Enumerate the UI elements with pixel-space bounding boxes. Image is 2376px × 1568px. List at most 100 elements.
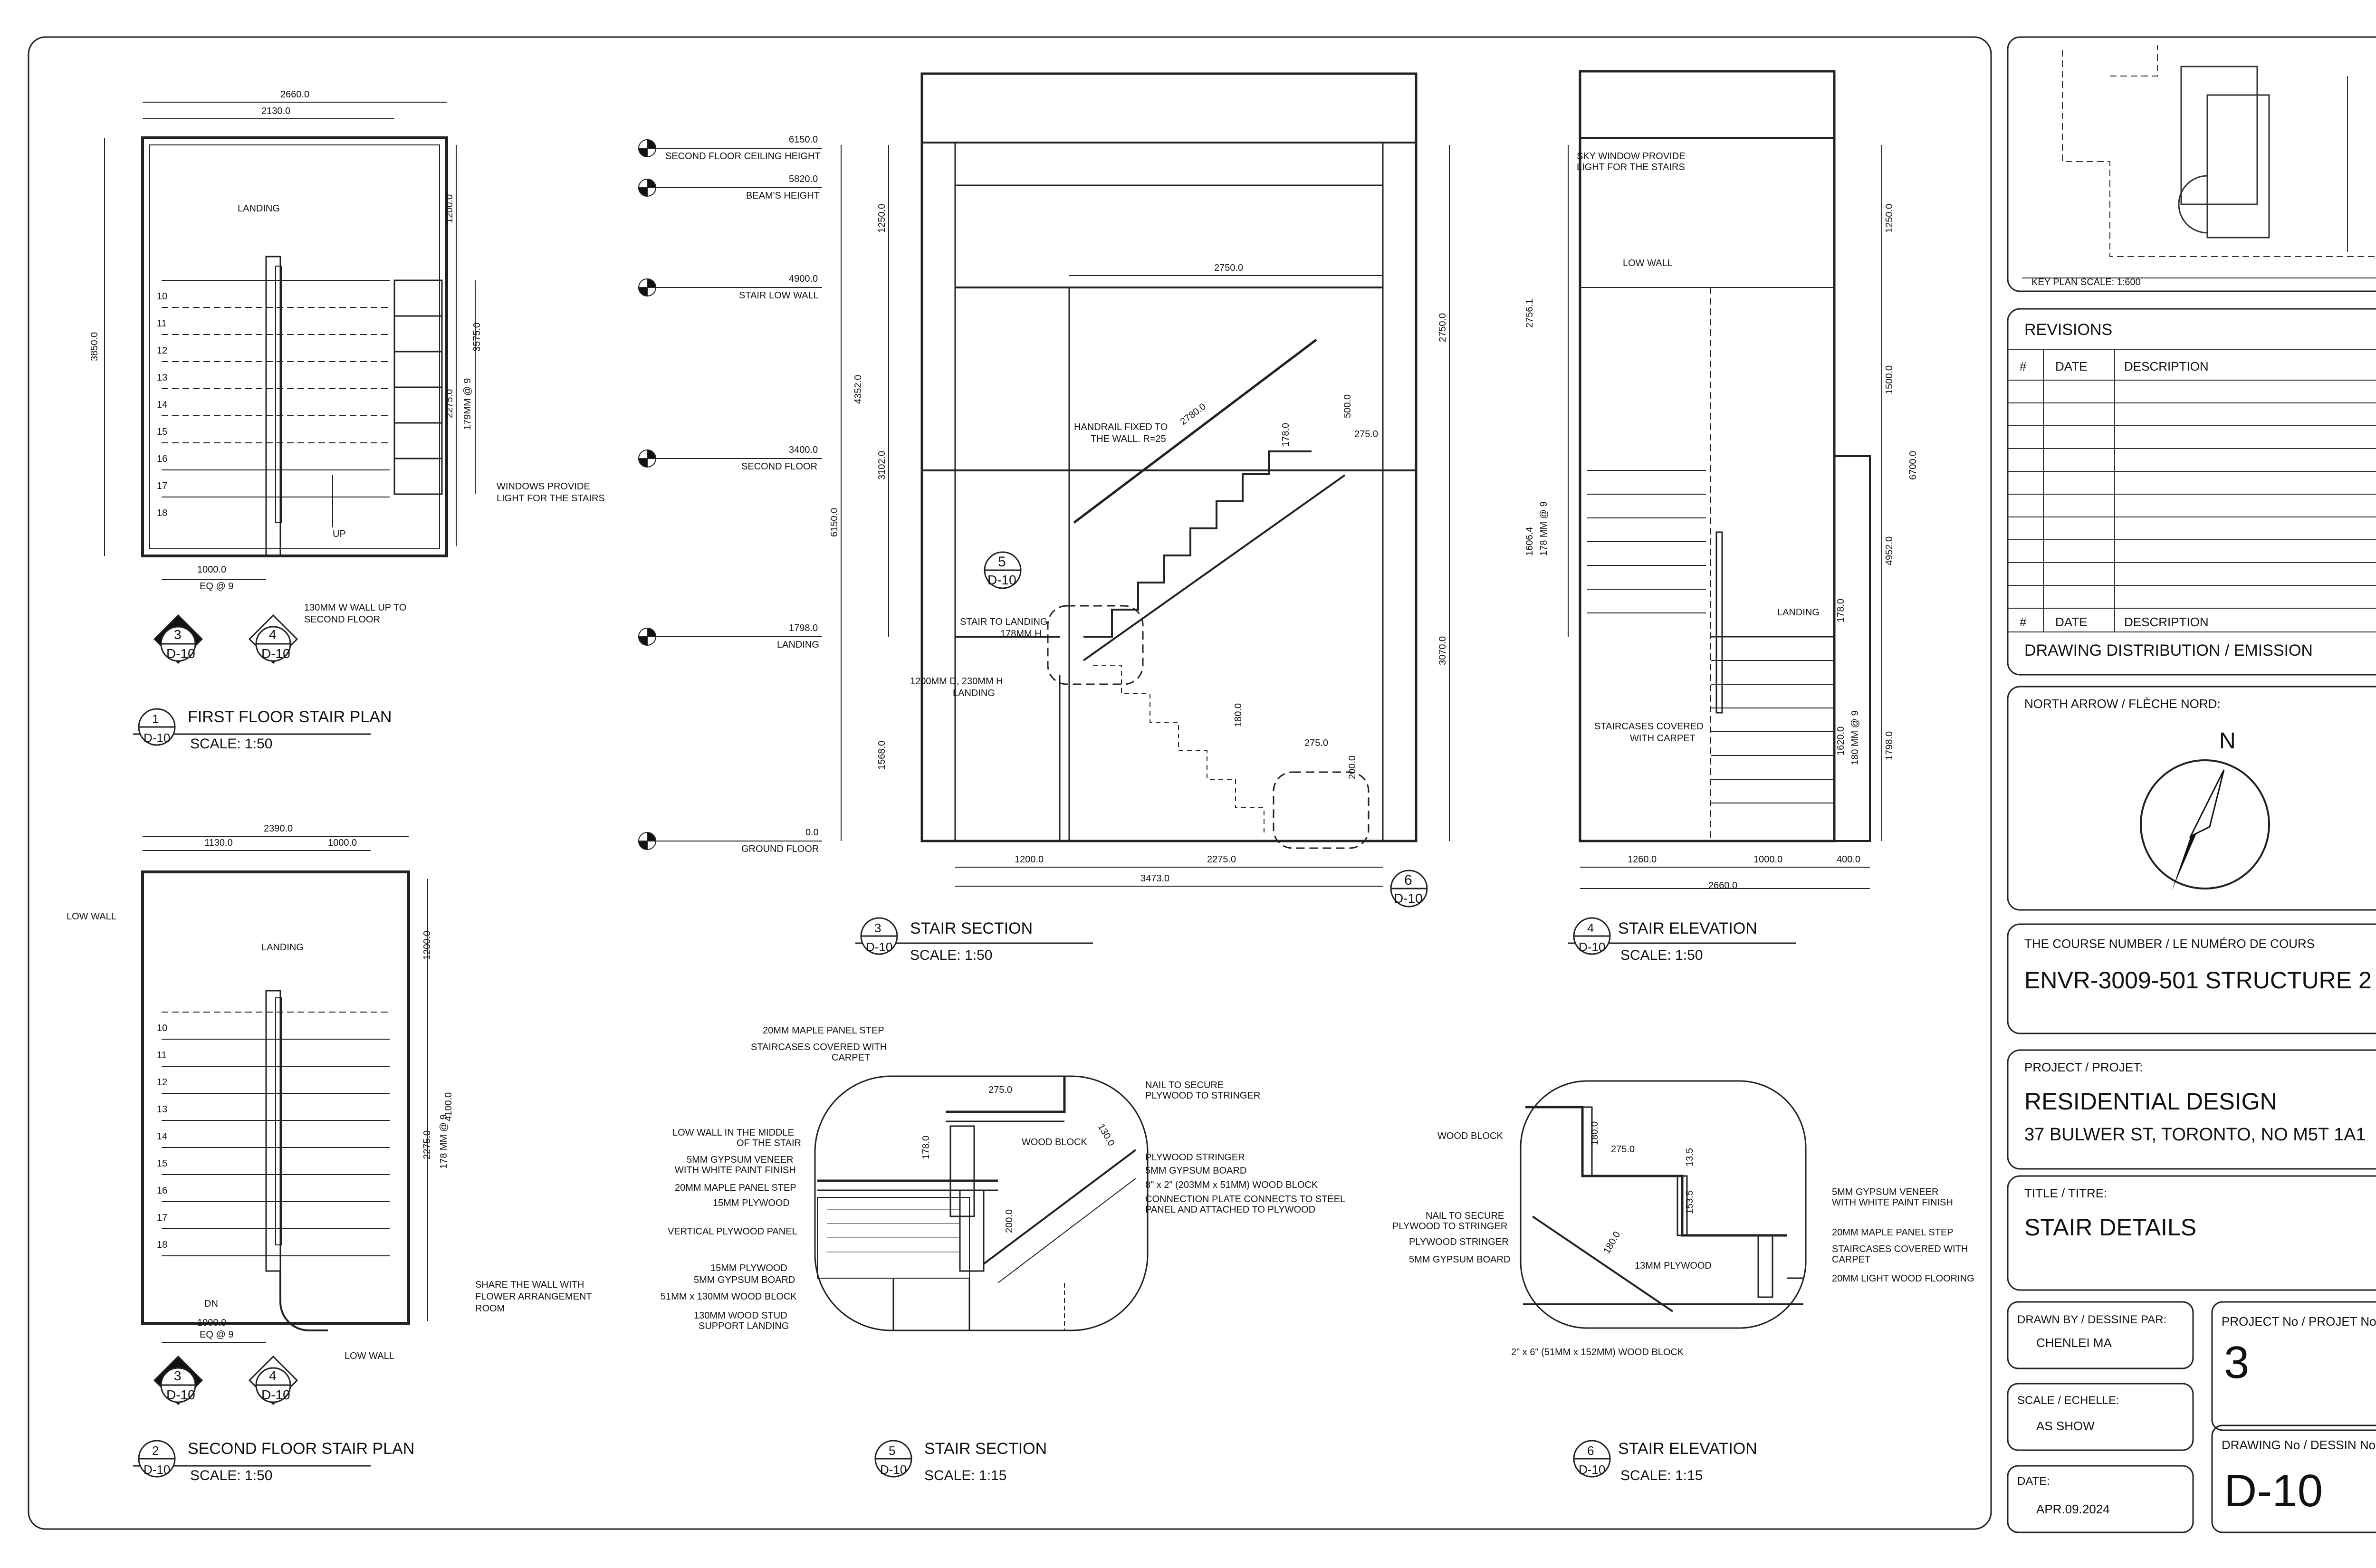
date-value: APR.09.2024 [2036, 1502, 2110, 1516]
d6-note: 5MM GYPSUM BOARD [1409, 1254, 1510, 1265]
d1-step: 16 [157, 454, 167, 464]
revisions-title: REVISIONS [2024, 321, 2112, 339]
project-no-box [2211, 1301, 2376, 1431]
d1-step: 13 [157, 373, 167, 383]
d6-note: 13MM PLYWOOD [1635, 1261, 1712, 1271]
d2-note-eq: EQ @ 9 [200, 1329, 233, 1340]
stair-detail-elevation-drawing [1520, 1080, 1807, 1329]
d4-note: STAIRCASES COVERED [1594, 721, 1704, 732]
d6-note: CARPET [1832, 1254, 1870, 1265]
course-box [2007, 923, 2376, 1034]
d2-step: 18 [157, 1240, 167, 1250]
course-value: ENVR-3009-501 STRUCTURE 2 [2024, 967, 2372, 994]
d2-step: 13 [157, 1104, 167, 1115]
date-label: DATE: [2017, 1475, 2050, 1488]
drawn-by-box [2007, 1301, 2194, 1369]
d2-note-share-2: FLOWER ARRANGEMENT [475, 1291, 592, 1302]
d4-dim: 1260.0 [1628, 854, 1657, 865]
d4-dim: 180 MM @ 9 [1850, 710, 1860, 765]
d5-note: 8" x 2" (203MM x 51MM) WOOD BLOCK [1145, 1180, 1318, 1190]
d1-marker-a-ref: D-10 [166, 646, 195, 661]
d2-title-num: 2 [152, 1444, 159, 1458]
d1-note-landing: LANDING [238, 203, 280, 214]
level-value: 5820.0 [789, 174, 818, 184]
d5-note: OF THE STAIR [737, 1138, 801, 1148]
d6-title-num: 6 [1587, 1444, 1594, 1458]
d2-note-lowwall-2: LOW WALL [345, 1351, 394, 1361]
project-box [2007, 1049, 2376, 1170]
d5-note: 5MM GYPSUM VENEER [687, 1155, 793, 1165]
d6-title: STAIR ELEVATION [1618, 1440, 1757, 1458]
d5-note: PANEL AND ATTACHED TO PLYWOOD [1145, 1205, 1315, 1215]
project-no-value: 3 [2224, 1337, 2249, 1388]
d5-note: 5MM GYPSUM BOARD [694, 1275, 795, 1285]
course-label: THE COURSE NUMBER / LE NUMÉRO DE COURS [2024, 937, 2315, 951]
d6-scale: SCALE: 1:15 [1620, 1468, 1703, 1483]
d1-marker-b-ref: D-10 [261, 646, 290, 661]
d6-note: 2" x 6" (51MM x 152MM) WOOD BLOCK [1511, 1347, 1684, 1358]
d2-marker-a-ref: D-10 [166, 1387, 195, 1402]
d5-note: 51MM x 130MM WOOD BLOCK [661, 1291, 797, 1302]
level-label: SECOND FLOOR [741, 461, 817, 472]
d6-dim: 13.5 [1685, 1148, 1695, 1166]
north-arrow-box [2007, 686, 2376, 911]
d3-dim: 1200.0 [1015, 854, 1044, 865]
callout-6-num: 6 [1404, 872, 1412, 888]
d5-dim: 275.0 [988, 1085, 1012, 1095]
level-label: LANDING [777, 640, 819, 650]
level-value: 6150.0 [789, 134, 818, 145]
d3-note: LANDING [953, 688, 995, 698]
d3-title: STAIR SECTION [910, 919, 1033, 937]
d2-note-share-3: ROOM [475, 1303, 505, 1314]
d3-dim: 180.0 [1233, 703, 1244, 727]
d2-step: 14 [157, 1131, 167, 1142]
d2-step: 16 [157, 1186, 167, 1196]
d3-dim: 2750.0 [1214, 263, 1243, 273]
key-plan-label: KEY PLAN SCALE: 1:600 [2031, 277, 2141, 287]
d2-note-landing: LANDING [261, 942, 304, 953]
d5-note: WOOD BLOCK [1022, 1137, 1087, 1147]
d4-dim: 1606.4 [1524, 527, 1535, 556]
d1-scale: SCALE: 1:50 [190, 736, 272, 752]
drawn-value: CHENLEI MA [2036, 1336, 2112, 1350]
rev-col-date: DATE [2055, 359, 2087, 373]
d4-note: LIGHT FOR THE STAIRS [1577, 162, 1685, 172]
d1-note-riser: 179MM @ 9 [462, 378, 473, 430]
d1-note-windows-2: LIGHT FOR THE STAIRS [497, 493, 605, 504]
d3-dim: 500.0 [1342, 394, 1353, 418]
d3-note: THE WALL. R=25 [1091, 434, 1166, 444]
level-label: STAIR LOW WALL [739, 290, 819, 301]
d4-dim: 2660.0 [1708, 880, 1737, 891]
level-value: 1798.0 [789, 623, 818, 633]
project-label: PROJECT / PROJET: [2024, 1060, 2143, 1074]
title-value: STAIR DETAILS [2024, 1214, 2196, 1241]
rev-foot-desc: DESCRIPTION [2124, 615, 2209, 629]
d1-note-wall-1: 130MM W WALL UP TO [304, 602, 406, 613]
d3-dim: 2780.0 [1178, 402, 1208, 427]
d1-marker-b-num: 4 [269, 627, 277, 642]
d5-dim: 130.0 [1096, 1122, 1117, 1148]
d6-note: WOOD BLOCK [1437, 1131, 1503, 1141]
d5-title-ref: D-10 [880, 1463, 907, 1477]
rev-foot-date: DATE [2055, 615, 2087, 629]
d5-note: PLYWOOD TO STRINGER [1145, 1090, 1260, 1101]
d6-note: NAIL TO SECURE [1426, 1211, 1504, 1221]
d4-title: STAIR ELEVATION [1618, 919, 1757, 937]
d5-title: STAIR SECTION [924, 1440, 1047, 1458]
d4-title-num: 4 [1587, 921, 1594, 935]
d1-title-num: 1 [152, 712, 159, 726]
key-plan-sketch [2022, 45, 2376, 278]
d2-step: 11 [157, 1050, 167, 1061]
d3-dim: 275.0 [1304, 738, 1328, 748]
project-name: RESIDENTIAL DESIGN [2024, 1088, 2277, 1115]
plan-section-markers [153, 614, 298, 1405]
d1-marker-a-num: 3 [174, 627, 182, 642]
d4-scale: SCALE: 1:50 [1620, 947, 1703, 963]
d5-scale: SCALE: 1:15 [924, 1468, 1006, 1483]
d5-note: CARPET [832, 1052, 870, 1063]
d1-step: 11 [157, 318, 167, 329]
d1-dim-inner-width: 2130.0 [261, 106, 290, 116]
d3-dim: 2275.0 [1207, 854, 1236, 865]
d2-scale: SCALE: 1:50 [190, 1468, 272, 1483]
d5-note: STAIRCASES COVERED WITH [751, 1042, 887, 1052]
